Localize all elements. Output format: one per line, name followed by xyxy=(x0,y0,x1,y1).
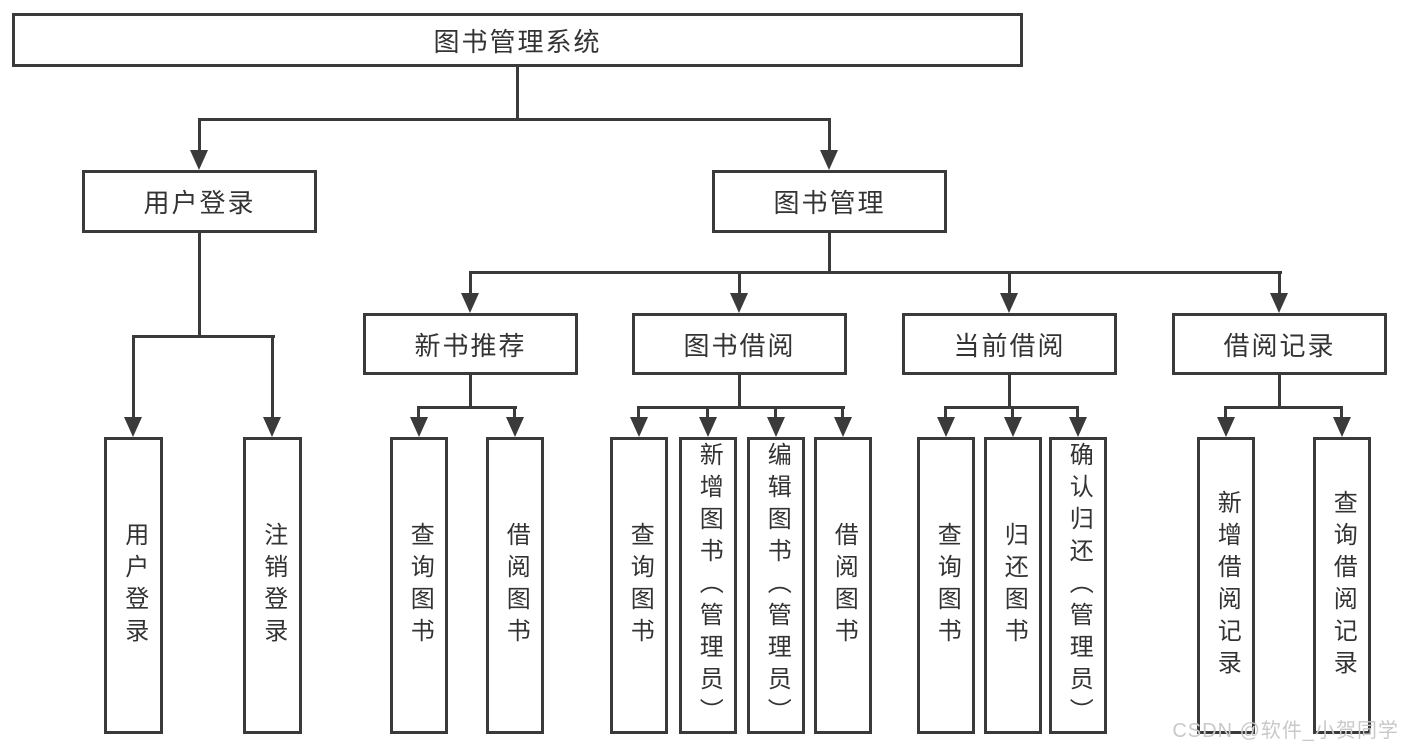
connector-drop xyxy=(738,271,741,297)
csdn-watermark: CSDN @软件_小贺同学 xyxy=(1172,720,1399,742)
leaf-user-login: 用户登录 xyxy=(104,437,163,734)
leaf-newbooks-borrow: 借阅图书 xyxy=(486,437,544,734)
connector-drop xyxy=(1011,406,1014,421)
arrowhead xyxy=(1333,417,1351,437)
connector-drop xyxy=(469,271,472,297)
arrowhead xyxy=(1000,293,1018,313)
connector-drop xyxy=(1224,406,1227,421)
node-user-login-label: 用户登录 xyxy=(143,188,256,218)
node-book-management-label: 图书管理 xyxy=(773,188,886,218)
node-new-books: 新书推荐 xyxy=(363,313,578,375)
connector-borrowrecords-stem xyxy=(1278,375,1281,408)
arrowhead xyxy=(630,417,648,437)
connector-bookmgmt-stem xyxy=(828,233,831,274)
leaf-borrow-query: 查询图书 xyxy=(610,437,668,734)
leaf-current-query: 查询图书 xyxy=(917,437,975,734)
arrowhead xyxy=(1270,293,1288,313)
arrowhead xyxy=(820,150,838,170)
arrowhead xyxy=(937,417,955,437)
leaf-current-return: 归还图书 xyxy=(984,437,1042,734)
leaf-records-add-label: 新增借阅记录 xyxy=(1213,489,1241,682)
node-borrow-records-label: 借阅记录 xyxy=(1223,330,1336,361)
leaf-records-query: 查询借阅记录 xyxy=(1313,437,1371,734)
connector-drop xyxy=(1278,271,1281,297)
node-root-label: 图书管理系统 xyxy=(433,26,602,57)
node-book-borrow: 图书借阅 xyxy=(632,313,847,375)
leaf-records-add: 新增借阅记录 xyxy=(1197,437,1255,734)
connector-drop xyxy=(706,406,709,421)
leaf-current-confirm-admin-label: 确认归还（管理员） xyxy=(1065,441,1093,730)
arrowhead xyxy=(263,417,281,437)
arrowhead xyxy=(1217,417,1235,437)
leaf-borrow-borrow: 借阅图书 xyxy=(814,437,872,734)
arrowhead xyxy=(834,417,852,437)
arrowhead xyxy=(124,417,142,437)
node-user-login: 用户登录 xyxy=(82,170,317,233)
connector-drop xyxy=(513,406,516,421)
connector-newbooks-stem xyxy=(469,375,472,408)
arrowhead xyxy=(190,150,208,170)
connector-root-stem xyxy=(516,67,519,120)
leaf-current-return-label: 归还图书 xyxy=(1000,521,1028,650)
connector-drop xyxy=(417,406,420,421)
connector-userlogin-bar xyxy=(132,335,275,338)
leaf-newbooks-borrow-label: 借阅图书 xyxy=(502,521,530,650)
leaf-current-confirm-admin: 确认归还（管理员） xyxy=(1049,437,1107,734)
connector-drop xyxy=(1340,406,1343,421)
connector-drop xyxy=(1076,406,1079,421)
leaf-borrow-edit-admin-label: 编辑图书（管理员） xyxy=(763,441,791,730)
node-current-borrow: 当前借阅 xyxy=(902,313,1117,375)
leaf-records-query-label: 查询借阅记录 xyxy=(1329,489,1357,682)
connector-bookborrow-stem xyxy=(738,375,741,408)
node-book-management: 图书管理 xyxy=(712,170,947,233)
connector-userlogin-stem xyxy=(198,233,201,337)
connector-drop xyxy=(828,118,831,154)
connector-root-bar xyxy=(198,118,831,121)
arrowhead xyxy=(506,417,524,437)
leaf-borrow-add-admin-label: 新增图书（管理员） xyxy=(695,441,723,730)
connector-bookborrow-bar xyxy=(637,406,845,409)
node-borrow-records: 借阅记录 xyxy=(1172,313,1387,375)
node-book-borrow-label: 图书借阅 xyxy=(683,330,796,361)
leaf-user-login-label: 用户登录 xyxy=(120,521,148,650)
leaf-borrow-query-label: 查询图书 xyxy=(626,521,654,650)
leaf-borrow-add-admin: 新增图书（管理员） xyxy=(679,437,737,734)
node-current-borrow-label: 当前借阅 xyxy=(953,330,1066,361)
arrowhead xyxy=(699,417,717,437)
connector-drop xyxy=(774,406,777,421)
connector-drop xyxy=(841,406,844,421)
connector-newbooks-bar xyxy=(417,406,517,409)
connector-drop xyxy=(132,335,135,421)
leaf-newbooks-query-label: 查询图书 xyxy=(406,521,434,650)
node-new-books-label: 新书推荐 xyxy=(414,330,527,361)
node-root: 图书管理系统 xyxy=(12,13,1023,67)
connector-drop xyxy=(1008,271,1011,297)
leaf-newbooks-query: 查询图书 xyxy=(390,437,448,734)
connector-drop xyxy=(271,335,274,421)
connector-drop xyxy=(944,406,947,421)
connector-drop xyxy=(198,118,201,154)
leaf-logout: 注销登录 xyxy=(243,437,302,734)
arrowhead xyxy=(461,293,479,313)
arrowhead xyxy=(410,417,428,437)
connector-drop xyxy=(637,406,640,421)
connector-bookmgmt-bar xyxy=(469,271,1282,274)
connector-currentborrow-stem xyxy=(1008,375,1011,408)
leaf-current-query-label: 查询图书 xyxy=(933,521,961,650)
arrowhead xyxy=(730,293,748,313)
connector-borrowrecords-bar xyxy=(1224,406,1343,409)
arrowhead xyxy=(1004,417,1022,437)
arrowhead xyxy=(1069,417,1087,437)
leaf-borrow-edit-admin: 编辑图书（管理员） xyxy=(747,437,805,734)
leaf-borrow-borrow-label: 借阅图书 xyxy=(830,521,858,650)
arrowhead xyxy=(767,417,785,437)
leaf-logout-label: 注销登录 xyxy=(259,521,287,650)
